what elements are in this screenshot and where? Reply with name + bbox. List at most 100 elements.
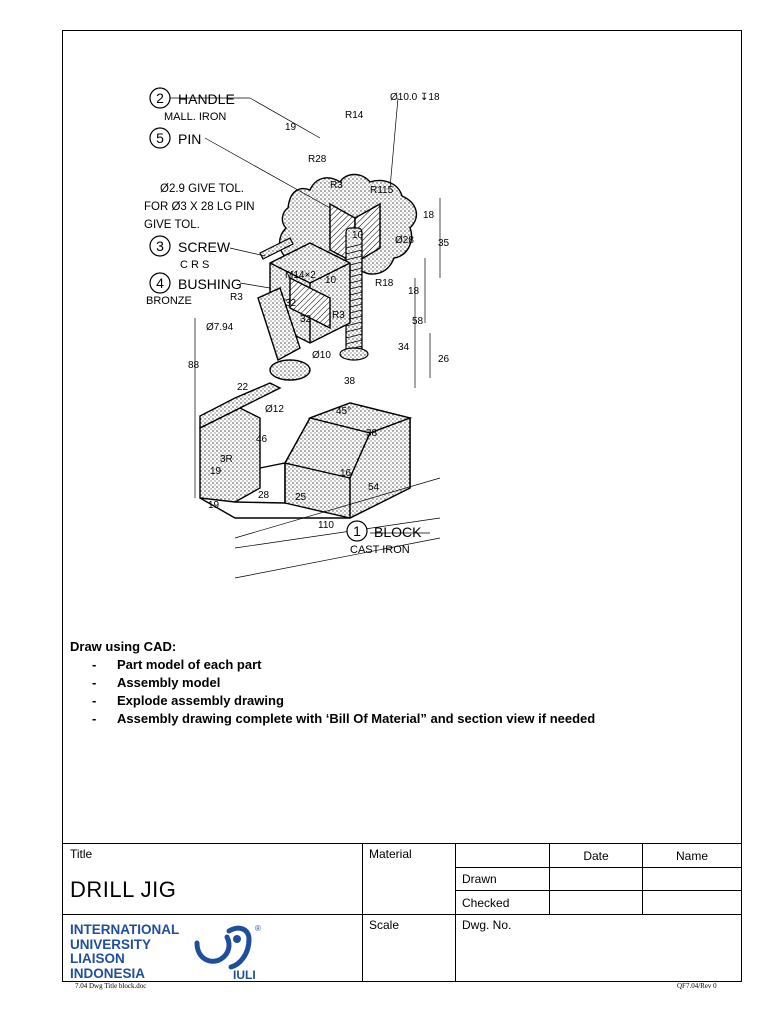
scale-label: Scale [369, 918, 400, 932]
dim-text: 38 [344, 376, 356, 387]
checked-date-field[interactable] [549, 890, 643, 915]
dim-text: 19 [285, 122, 297, 133]
dim-text: 46 [256, 434, 268, 445]
dim-text: 54 [368, 482, 380, 493]
block-label: BLOCK [374, 524, 422, 540]
material-label: Material [369, 847, 412, 861]
dim-text: 32 [300, 314, 312, 325]
dwg-no-cell: Dwg. No. [455, 914, 742, 982]
dim-text: R115 [370, 185, 394, 196]
dim-text: R28 [308, 154, 327, 165]
dim-text: 45° [336, 406, 351, 417]
dim-text: 3R [220, 454, 233, 465]
list-item: Explode assembly drawing [70, 692, 595, 710]
list-item: Assembly drawing complete with ‘Bill Of … [70, 710, 595, 728]
pin-note-1: Ø2.9 GIVE TOL. [160, 183, 244, 195]
dim-text: 19 [208, 500, 220, 511]
dim-text: Ø10.0 ↧18 [390, 92, 440, 103]
block-material: CAST IRON [350, 544, 410, 556]
dim-text: 16 [340, 468, 352, 479]
dim-text: 110 [318, 520, 334, 531]
dim-text: 10 [325, 275, 337, 286]
dim-text: 25 [295, 492, 307, 503]
logo-line: INTERNATIONAL [70, 922, 180, 937]
dim-text: R18 [375, 278, 394, 289]
dim-text: Ø28 [395, 235, 414, 246]
drawn-name-field[interactable] [642, 867, 742, 891]
pin-note-2: FOR Ø3 X 28 LG PIN [144, 201, 255, 213]
university-name: INTERNATIONAL UNIVERSITY LIAISON INDONES… [70, 922, 180, 981]
dim-text: R3 [332, 310, 345, 321]
dimension-texts: Ø10.0 ↧18 R14 19 R28 R3 R115 Ø28 18 35 1… [188, 92, 450, 531]
callout-circle-3 [149, 235, 171, 257]
date-header: Date [549, 843, 643, 868]
dim-text: 58 [412, 316, 424, 327]
dim-text: 19 [210, 466, 222, 477]
bushing-material: BRONZE [146, 295, 192, 307]
dim-text: R3 [330, 180, 343, 191]
dim-text: 18 [408, 286, 420, 297]
dim-text: 22 [237, 382, 249, 393]
logo-line: INDONESIA [70, 965, 146, 981]
instructions-list: Part model of each part Assembly model E… [70, 656, 595, 728]
drawing-title: DRILL JIG [70, 877, 177, 902]
dim-text: Ø12 [265, 404, 284, 415]
dim-text: 28 [258, 490, 270, 501]
title-cell: Title DRILL JIG [62, 843, 363, 915]
dim-text: M14×2 [285, 270, 316, 281]
list-item: Assembly model [70, 674, 595, 692]
drawn-date-field[interactable] [549, 867, 643, 891]
footer-filename: 7.04 Dwg Title block.doc [75, 982, 147, 990]
logo-line: LIAISON [70, 951, 125, 966]
dim-text: Ø7.94 [206, 322, 234, 333]
callout-circle-5 [149, 127, 171, 149]
footer-revision: QF7.04/Rev 0 [677, 982, 717, 990]
svg-text:IULI: IULI [233, 968, 256, 981]
dim-text: R3 [230, 292, 243, 303]
pin-part [259, 237, 294, 260]
logo-line: UNIVERSITY [70, 936, 152, 952]
handle-number: 2 [156, 90, 164, 106]
dim-text: 32 [285, 298, 297, 309]
screw-number: 3 [156, 238, 164, 254]
material-cell: Material [362, 843, 456, 915]
handle-material: MALL. IRON [164, 111, 226, 123]
dimension-lines [170, 97, 441, 579]
dim-text: 88 [188, 360, 200, 371]
dwg-no-label: Dwg. No. [462, 918, 512, 932]
header-blank-cell [455, 843, 550, 868]
bushing-number: 4 [156, 275, 164, 291]
pin-label: PIN [178, 131, 201, 147]
dim-text: 10 [352, 230, 364, 241]
cad-instructions: Draw using CAD: Part model of each part … [70, 638, 595, 728]
dim-text: R14 [345, 110, 364, 121]
callout-circle-1 [346, 520, 368, 542]
block-number: 1 [353, 523, 361, 539]
drawn-label: Drawn [455, 867, 550, 891]
dim-text: 38 [366, 428, 378, 439]
scale-cell: Scale [362, 914, 456, 982]
drill-jig-isometric-drawing: 2 HANDLE MALL. IRON 5 PIN Ø2.9 GIVE TOL.… [140, 78, 460, 583]
iuli-logo-icon: ® IULI [194, 924, 261, 981]
logo-cell: INTERNATIONAL UNIVERSITY LIAISON INDONES… [62, 914, 363, 982]
callout-circle-2 [149, 87, 171, 109]
callout-circle-4 [149, 272, 171, 294]
dim-text: 26 [438, 354, 450, 365]
dim-text: 35 [438, 238, 450, 249]
bushing-label: BUSHING [178, 276, 242, 292]
dim-text: Ø10 [312, 350, 331, 361]
checked-label: Checked [455, 890, 550, 915]
dim-text: 18 [423, 210, 435, 221]
instructions-heading: Draw using CAD: [70, 639, 177, 654]
dim-text: 34 [398, 342, 410, 353]
list-item: Part model of each part [70, 656, 595, 674]
checked-name-field[interactable] [642, 890, 742, 915]
pin-number: 5 [156, 130, 164, 146]
name-header: Name [642, 843, 742, 868]
pin-note-3: GIVE TOL. [144, 219, 200, 231]
screw-part [339, 227, 369, 361]
block-part [199, 382, 413, 520]
svg-text:®: ® [255, 924, 261, 933]
bushing-part [257, 242, 351, 381]
title-label: Title [70, 847, 93, 861]
